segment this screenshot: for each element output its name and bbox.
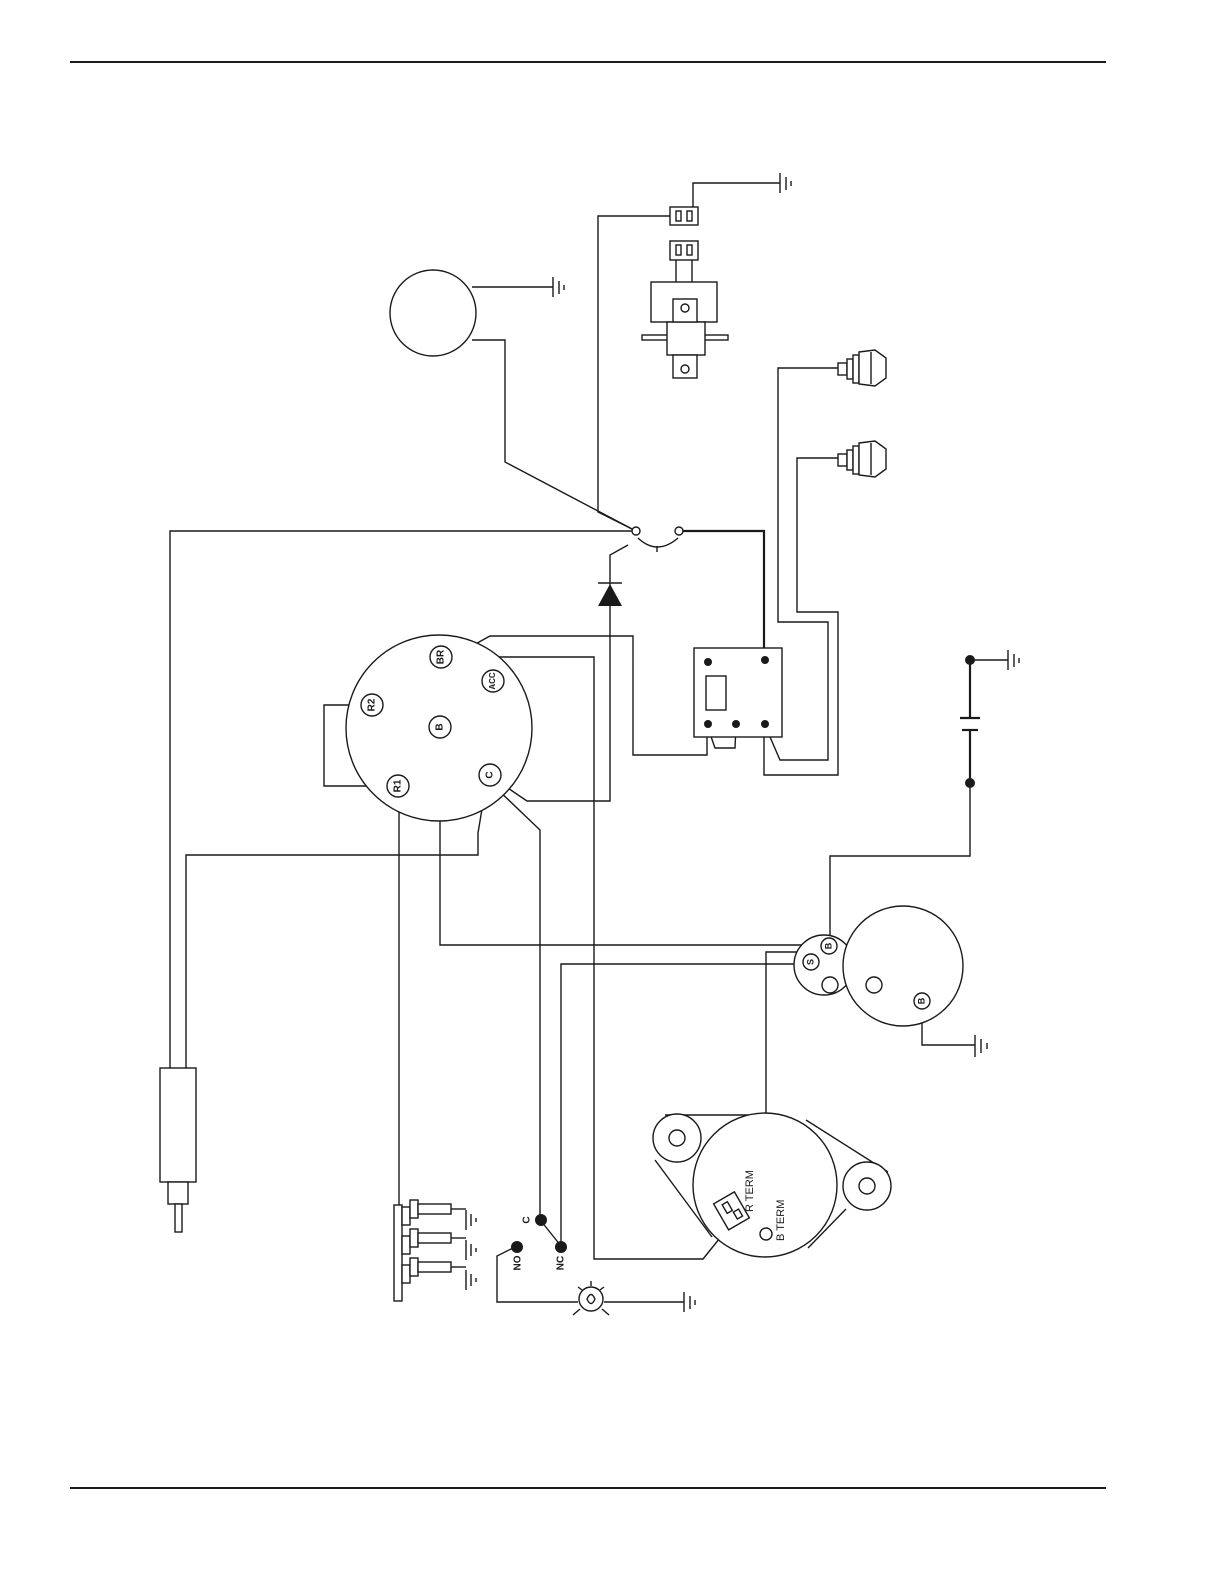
- starter: B S B: [794, 906, 963, 1026]
- starter-terminal-s: S: [803, 954, 819, 970]
- relay: [694, 648, 782, 737]
- terminal-b-label: B: [435, 723, 446, 730]
- cable-boot: [160, 1068, 196, 1232]
- sender: [838, 350, 886, 386]
- sensor-element: [402, 1229, 476, 1260]
- ground-icon: [780, 173, 791, 193]
- terminal-c-label: C: [485, 771, 496, 778]
- ignition-switch: BR ACC R2 B R1 C: [346, 635, 532, 821]
- starter-terminal-ground-b-label: B: [916, 997, 926, 1004]
- contact-nc-label: NC: [556, 1256, 567, 1270]
- starter-terminal-b-label: B: [823, 942, 833, 949]
- switch-contact: [632, 527, 640, 535]
- b-term-terminal: [760, 1228, 772, 1240]
- alternator: R TERM B TERM: [653, 1113, 891, 1257]
- relay-switch-contacts: C NO NC: [511, 1214, 567, 1271]
- terminal-acc-label: ACC: [488, 672, 497, 690]
- solenoid: [642, 241, 728, 378]
- contact-no-label: NO: [513, 1255, 524, 1270]
- terminal-r2: R2: [361, 694, 383, 716]
- terminal-acc: ACC: [482, 670, 504, 692]
- terminal-b: B: [429, 716, 451, 738]
- terminal-r1-label: R1: [393, 779, 404, 792]
- ground-icon: [1008, 650, 1019, 670]
- wires: [170, 183, 1008, 1302]
- starter-terminal-ground-b: B: [914, 993, 930, 1009]
- gauge: [390, 270, 476, 356]
- sender: [838, 441, 886, 477]
- ground-icon: [684, 1292, 695, 1312]
- ground-icon: [975, 1035, 987, 1057]
- terminal-br: BR: [430, 646, 452, 668]
- lamp-icon: [573, 1281, 609, 1315]
- b-term-label: B TERM: [775, 1200, 787, 1241]
- starter-terminal-s-label: S: [805, 959, 815, 965]
- sensor-element: [402, 1258, 476, 1290]
- terminal-br-label: BR: [436, 649, 447, 664]
- sender-plug: [670, 207, 698, 225]
- terminal-r1: R1: [387, 775, 409, 797]
- switch-contact: [675, 527, 683, 535]
- starter-terminal-b: B: [821, 938, 837, 954]
- r-term-label: R TERM: [744, 1170, 756, 1212]
- terminal-c: C: [479, 764, 501, 786]
- sensor-element: [402, 1200, 476, 1230]
- terminal-r2-label: R2: [367, 698, 378, 711]
- ground-icon: [553, 277, 564, 297]
- sensor-bar: [394, 1200, 476, 1301]
- diode-icon: [598, 583, 622, 606]
- contact-c-label: C: [522, 1216, 533, 1223]
